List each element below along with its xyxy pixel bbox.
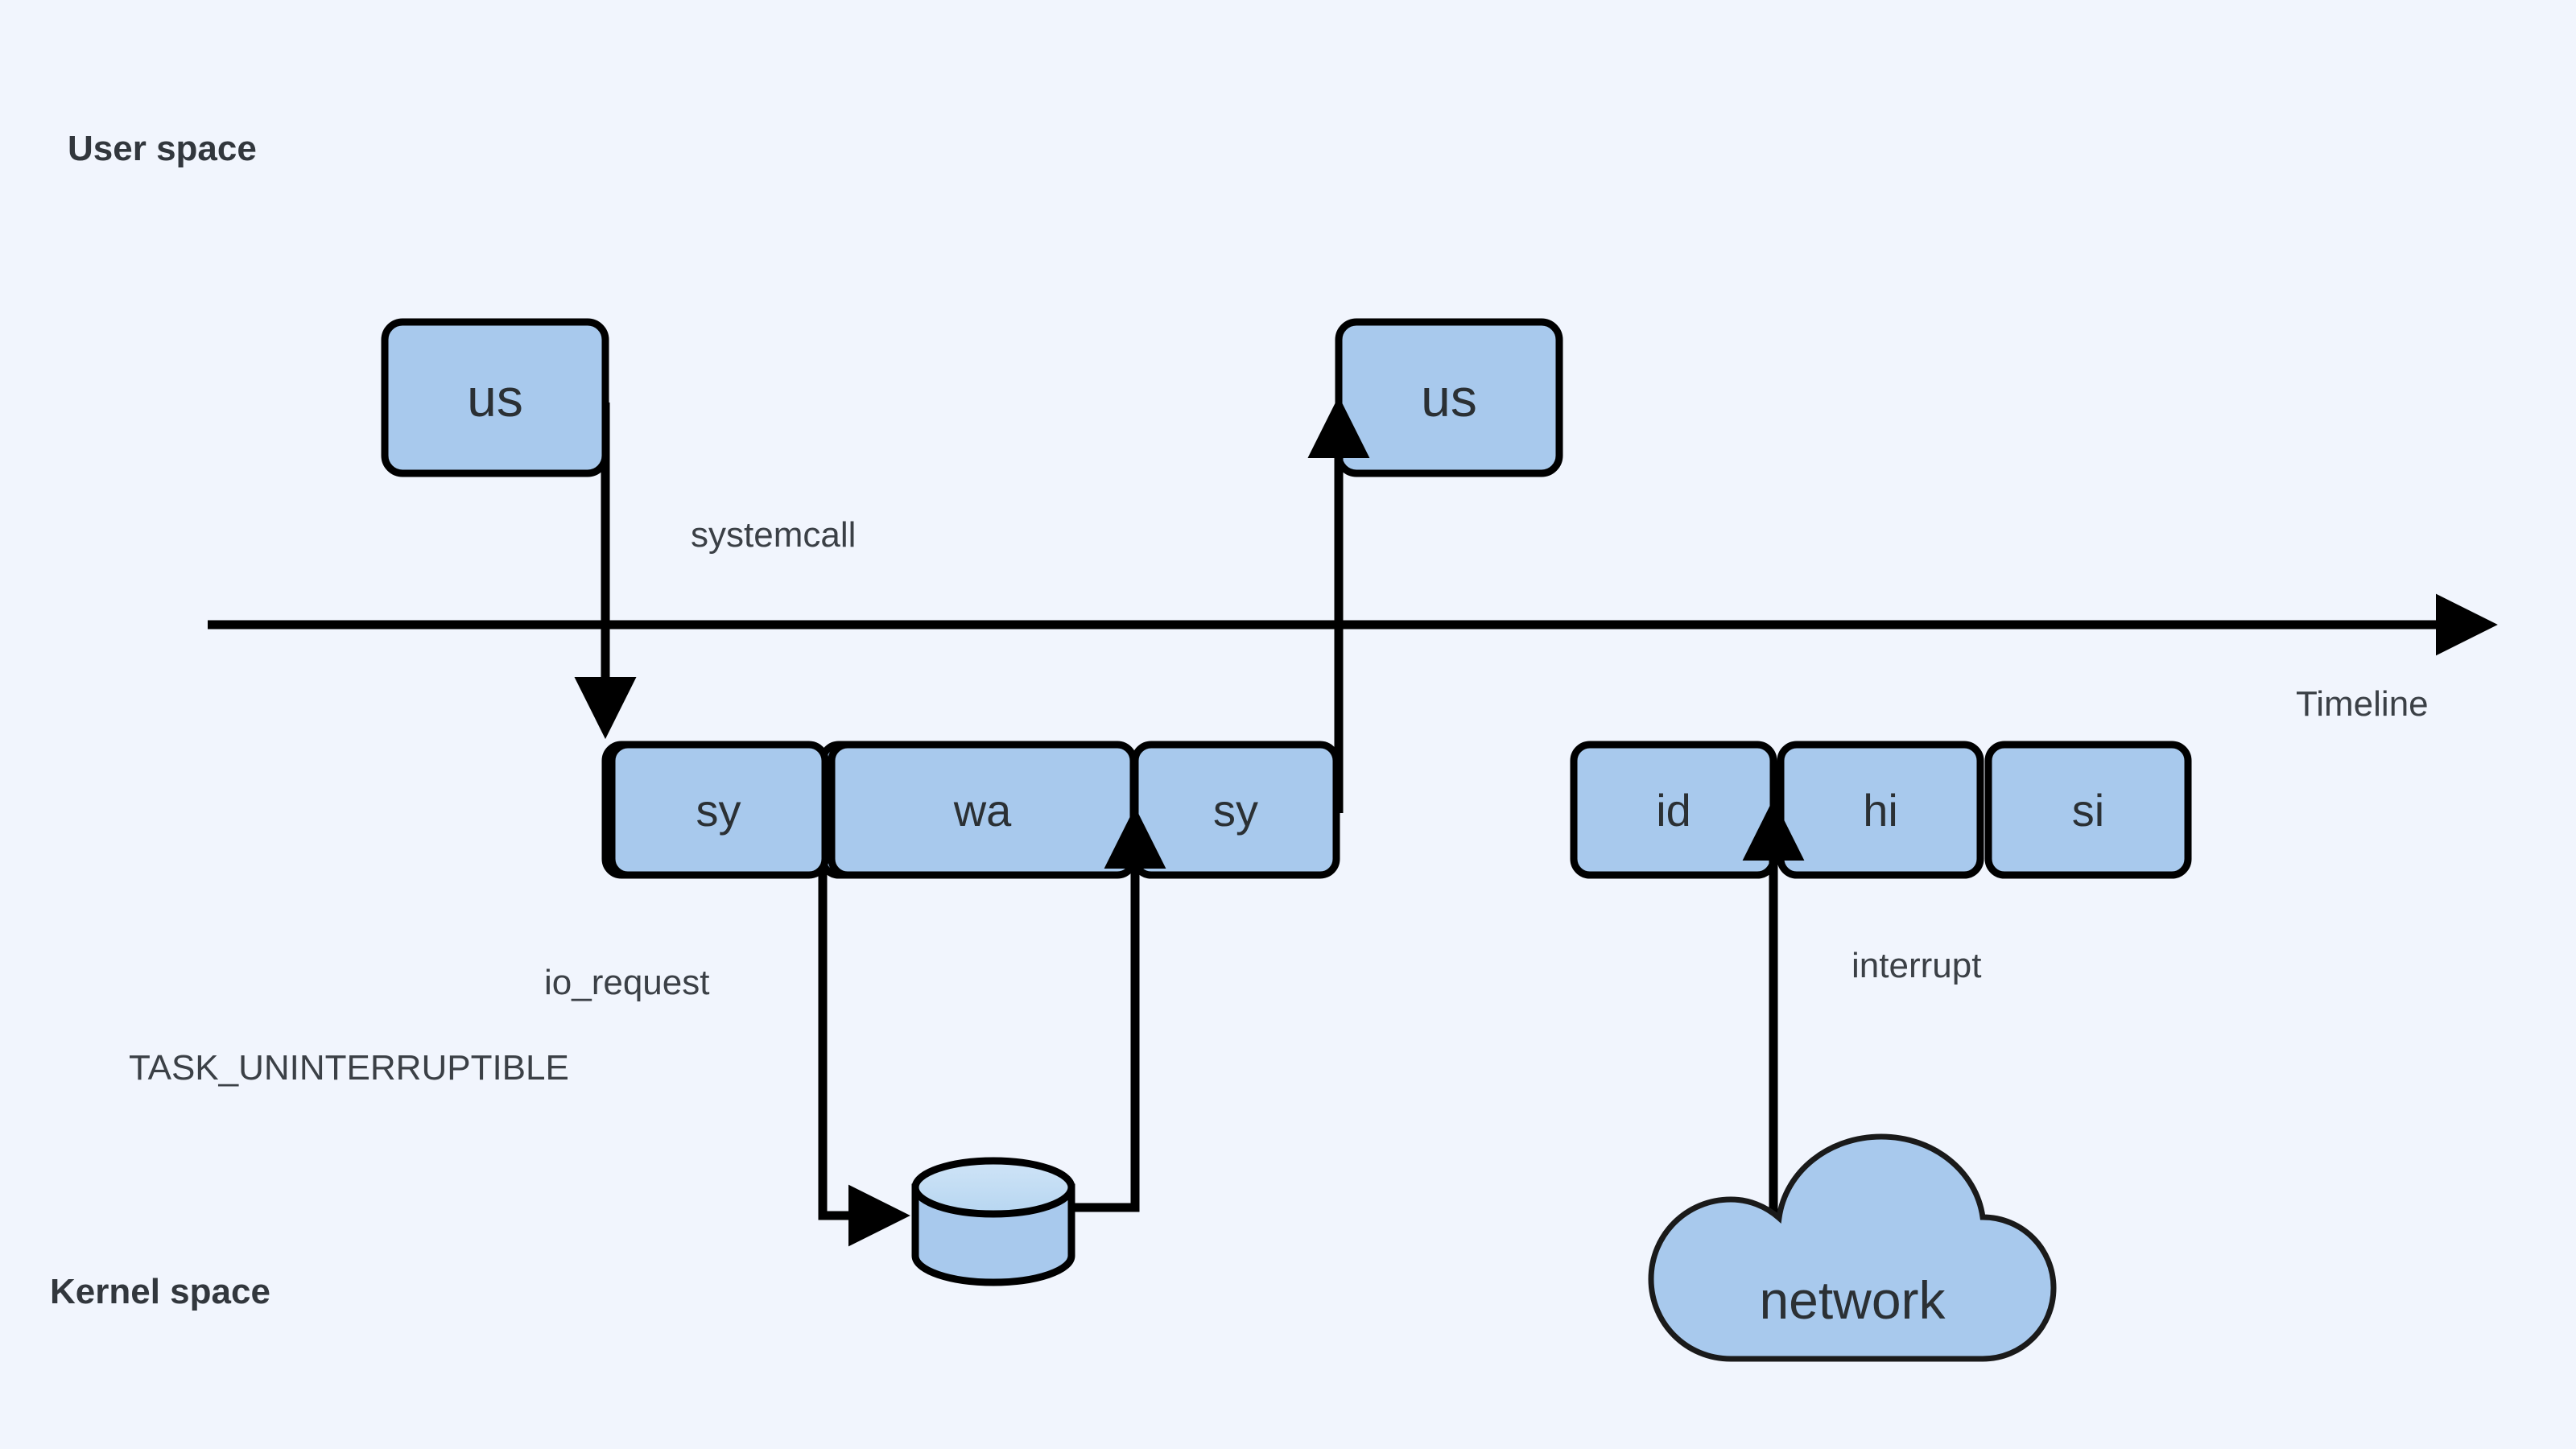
node-sy-2-hit[interactable] (1135, 745, 1336, 875)
edge-io-request (818, 863, 910, 1247)
database-cylinder-icon[interactable] (911, 1157, 1075, 1286)
io-request-label: io_request (544, 963, 710, 1002)
node-sy-1-extension (608, 741, 829, 879)
node-wa-hit[interactable] (832, 745, 1133, 875)
node-us-entry[interactable] (381, 318, 609, 477)
node-us-return-hit[interactable] (1339, 322, 1559, 473)
edge-overlay-arrows (574, 396, 1805, 886)
user-space-label: User space (68, 129, 257, 168)
node-si[interactable] (1984, 741, 2192, 879)
node-hi-hit[interactable] (1781, 745, 1980, 875)
timeline-label: Timeline (2296, 684, 2429, 724)
node-si-hit[interactable] (1988, 745, 2188, 875)
kernel-space-label: Kernel space (50, 1272, 270, 1311)
interrupt-label: interrupt (1852, 946, 1982, 985)
node-id-hit[interactable] (1574, 745, 1773, 875)
node-us-entry-hit[interactable] (385, 322, 605, 473)
database-cylinder-hit[interactable] (915, 1159, 1071, 1284)
network-cloud-hit[interactable] (1651, 1137, 2054, 1359)
systemcall-label: systemcall (691, 515, 857, 555)
network-cloud-icon[interactable] (1648, 1133, 2057, 1362)
node-sy-1-hit[interactable] (612, 745, 825, 875)
edge-io-complete (1071, 807, 1166, 1212)
task-uninterruptible-label: TASK_UNINTERRUPTIBLE (129, 1048, 569, 1088)
